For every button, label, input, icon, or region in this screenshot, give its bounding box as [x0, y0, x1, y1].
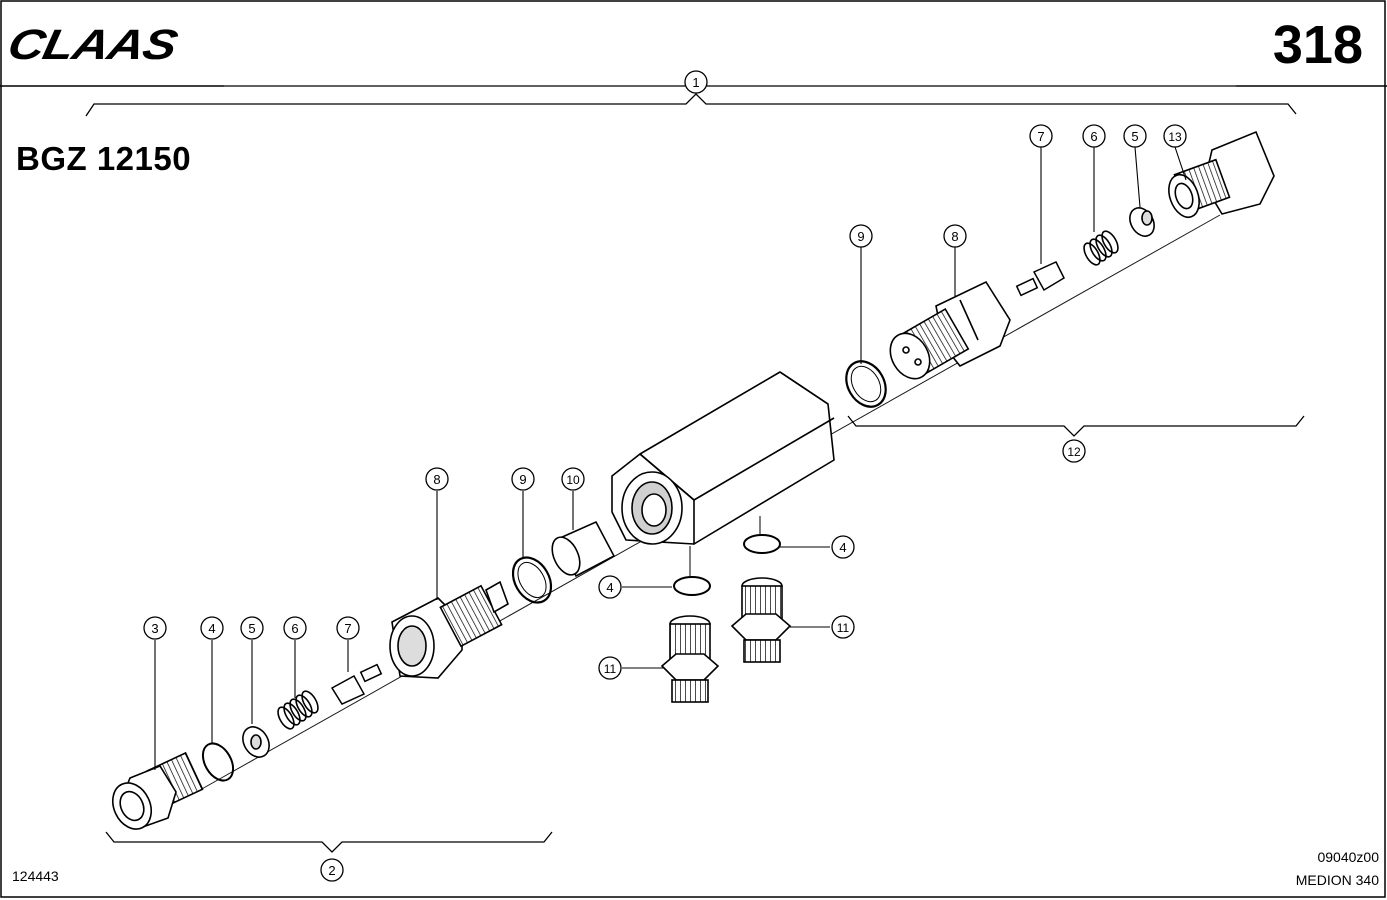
svg-text:7: 7 — [344, 621, 351, 636]
svg-text:1: 1 — [692, 75, 699, 90]
svg-text:5: 5 — [248, 621, 255, 636]
claas-logo: CLAAS — [3, 20, 182, 69]
valve-body-left — [389, 580, 509, 679]
callout-valve-body-left: 8 — [425, 467, 449, 491]
adapter-b — [730, 577, 792, 663]
svg-text:4: 4 — [606, 580, 613, 595]
callout-assembly: 1 — [684, 70, 708, 94]
sleeve — [551, 520, 616, 578]
callout-fitting-right: 13 — [1163, 124, 1187, 148]
callout-oring-b: 4 — [831, 535, 855, 559]
pin-left — [330, 663, 383, 705]
svg-text:8: 8 — [951, 229, 958, 244]
document-number: 124443 — [12, 868, 59, 884]
adapter-a — [660, 615, 720, 703]
svg-text:4: 4 — [208, 621, 215, 636]
oring-bottom-b — [743, 534, 781, 554]
svg-text:11: 11 — [604, 662, 617, 676]
drawing-code: 09040z00 — [1317, 849, 1379, 865]
callout-disc-left: 5 — [240, 616, 264, 640]
brace-assembly — [85, 93, 1297, 117]
machine-model: MEDION 340 — [1295, 872, 1379, 888]
valve-body-right — [889, 280, 1011, 380]
callout-sleeve: 10 — [561, 467, 585, 491]
svg-text:9: 9 — [519, 472, 526, 487]
svg-text:7: 7 — [1037, 129, 1044, 144]
callout-oring-left: 4 — [200, 616, 224, 640]
svg-text:4: 4 — [839, 540, 846, 555]
callout-sub-left: 2 — [320, 858, 344, 882]
svg-text:10: 10 — [566, 473, 580, 487]
callout-oring-a: 4 — [598, 575, 622, 599]
svg-text:9: 9 — [857, 229, 864, 244]
callout-adapter-b: 11 — [831, 615, 855, 639]
oring-bottom-a — [673, 576, 711, 596]
seal-ring-left — [511, 556, 553, 604]
svg-text:5: 5 — [1131, 129, 1138, 144]
svg-text:6: 6 — [1090, 129, 1097, 144]
seal-ring-right — [845, 360, 887, 408]
spring-left — [277, 690, 319, 730]
leader-lines — [154, 146, 1187, 770]
brace-sub-left — [105, 831, 553, 853]
callout-fitting-left: 3 — [143, 616, 167, 640]
svg-text:12: 12 — [1067, 445, 1081, 459]
fitting-left — [111, 751, 204, 830]
svg-text:11: 11 — [837, 621, 850, 635]
disc-right — [1129, 207, 1155, 237]
svg-text:3: 3 — [151, 621, 158, 636]
fitting-right — [1168, 130, 1275, 219]
callout-sub-right: 12 — [1062, 439, 1086, 463]
callout-spring-right: 6 — [1082, 124, 1106, 148]
callout-disc-right: 5 — [1123, 124, 1147, 148]
brace-sub-right — [847, 415, 1305, 437]
svg-text:8: 8 — [433, 472, 440, 487]
page-number: 318 — [1272, 15, 1363, 75]
callout-seal-ring-left: 9 — [511, 467, 535, 491]
svg-text:13: 13 — [1168, 130, 1182, 144]
document-title: BGZ 12150 — [16, 140, 192, 177]
oring-left — [201, 742, 235, 782]
callout-pin-right: 7 — [1029, 124, 1053, 148]
spring-right — [1083, 230, 1119, 266]
svg-text:2: 2 — [328, 863, 335, 878]
callout-spring-left: 6 — [283, 616, 307, 640]
hex-block — [611, 371, 835, 545]
callout-adapter-a: 11 — [598, 656, 622, 680]
pin-right — [1015, 261, 1065, 297]
callout-valve-body-right: 8 — [943, 224, 967, 248]
callout-pin-left: 7 — [336, 616, 360, 640]
svg-text:6: 6 — [291, 621, 298, 636]
callout-seal-ring-right: 9 — [849, 224, 873, 248]
disc-left — [242, 726, 270, 758]
